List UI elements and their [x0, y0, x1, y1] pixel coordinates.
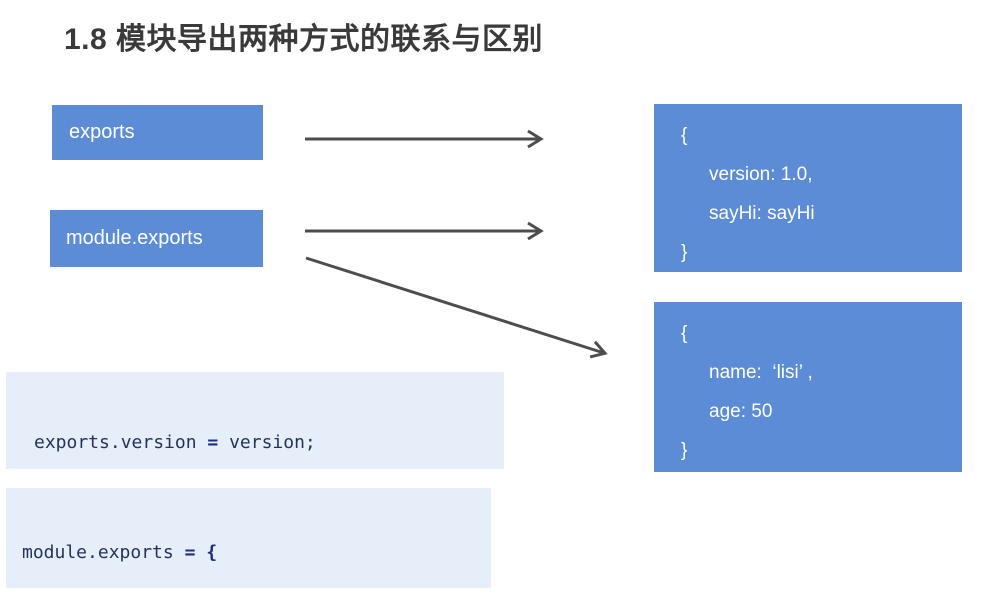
code2-line1: module.exports = { — [22, 542, 218, 563]
object2-name-line: name: ‘lisi’ , — [709, 362, 813, 383]
exports-box-label: exports — [69, 121, 135, 143]
result-object-name-box: { name: ‘lisi’ , age: 50 } — [654, 302, 962, 472]
object1-version-line: version: 1.0, — [709, 164, 813, 185]
code-snippet-object-assign: module.exports = { name: 'zhangsan', } — [6, 488, 491, 588]
code-snippet-version: exports.version = version; module.export… — [6, 372, 504, 532]
object2-age-line: age: 50 — [709, 401, 773, 422]
module-exports-box: module.exports — [50, 210, 263, 267]
arrow-module-exports-to-object2-icon — [305, 256, 608, 359]
page-title: 1.8 模块导出两种方式的联系与区别 — [64, 23, 544, 56]
result-object-version-box: { version: 1.0, sayHi: sayHi } — [654, 104, 962, 272]
object1-close-brace: } — [681, 242, 688, 263]
module-exports-box-label: module.exports — [66, 227, 203, 249]
exports-box: exports — [52, 105, 263, 160]
object2-open-brace: { — [681, 323, 688, 344]
object2-close-brace: } — [681, 440, 688, 461]
object1-open-brace: { — [681, 125, 688, 146]
code1-line1: exports.version = version; — [34, 432, 316, 453]
object1-sayhi-line: sayHi: sayHi — [709, 203, 815, 224]
